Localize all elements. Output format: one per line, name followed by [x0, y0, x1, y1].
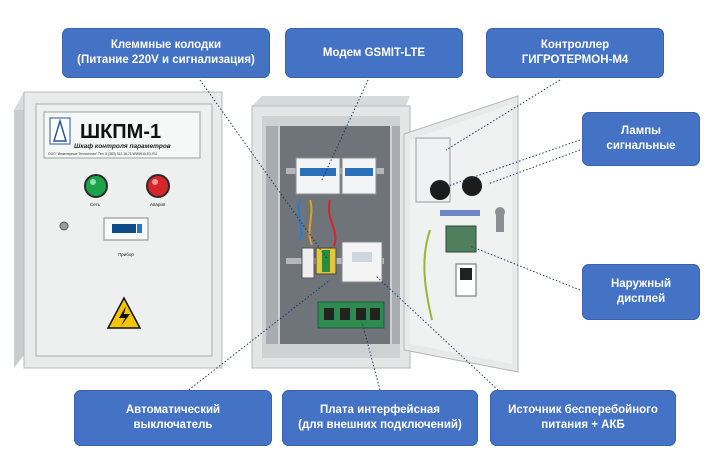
callout-breaker-text: Автоматический выключатель — [125, 404, 221, 431]
lamp-right-label: Авария — [150, 202, 166, 207]
callout-interface-board: Плата интерфейсная (для внешних подключе… — [282, 390, 478, 446]
callout-modem: Модем GSMIT-LTE — [285, 28, 463, 78]
display-rear-board — [445, 225, 477, 253]
lamp-left-label: Сеть — [90, 202, 101, 207]
callout-controller: Контроллер ГИГРОТЕРМОН-М4 — [486, 28, 664, 78]
callout-display: Наружный дисплей — [582, 264, 700, 320]
callout-lamps-text: Лампы сигнальные — [606, 125, 676, 152]
callout-ups-text: Источник бесперебойного питания + АКБ — [508, 404, 658, 431]
lock-icon — [59, 221, 69, 231]
green-lamp-icon — [84, 174, 108, 198]
callout-interface-board-text: Плата интерфейсная (для внешних подключе… — [298, 404, 462, 431]
high-voltage-warning-icon — [106, 296, 142, 329]
callout-ups: Источник бесперебойного питания + АКБ — [490, 390, 676, 446]
device-label: Прибор — [118, 252, 134, 257]
signal-lamps-rear — [430, 176, 482, 200]
callout-terminals: Клеммные колодки (Питание 220V и сигнали… — [62, 28, 270, 78]
brand-logo-icon — [49, 117, 71, 145]
cabinet-subtitle: Шкаф контроля параметров — [74, 143, 171, 150]
callout-terminals-text: Клеммные колодки (Питание 220V и сигнали… — [77, 39, 255, 66]
callout-modem-text: Модем GSMIT-LTE — [322, 46, 426, 59]
circuit-breaker — [301, 247, 315, 279]
red-lamp-icon — [146, 174, 170, 198]
callout-breaker: Автоматический выключатель — [74, 390, 272, 446]
closed-cabinet: ШКПМ-1 Шкаф контроля параметров ООО "Инж… — [14, 91, 223, 369]
callout-display-text: Наружный дисплей — [610, 278, 672, 305]
callout-controller-text: Контроллер ГИГРОТЕРМОН-М4 — [521, 39, 629, 66]
cabinet-maker: ООО "Инженерные Технологии" Тел. 8 (383)… — [48, 152, 158, 156]
callout-lamps: Лампы сигнальные — [582, 112, 700, 166]
cabinet-title: ШКПМ-1 — [80, 121, 161, 143]
open-cabinet — [251, 95, 519, 373]
leader-lines — [185, 79, 581, 393]
